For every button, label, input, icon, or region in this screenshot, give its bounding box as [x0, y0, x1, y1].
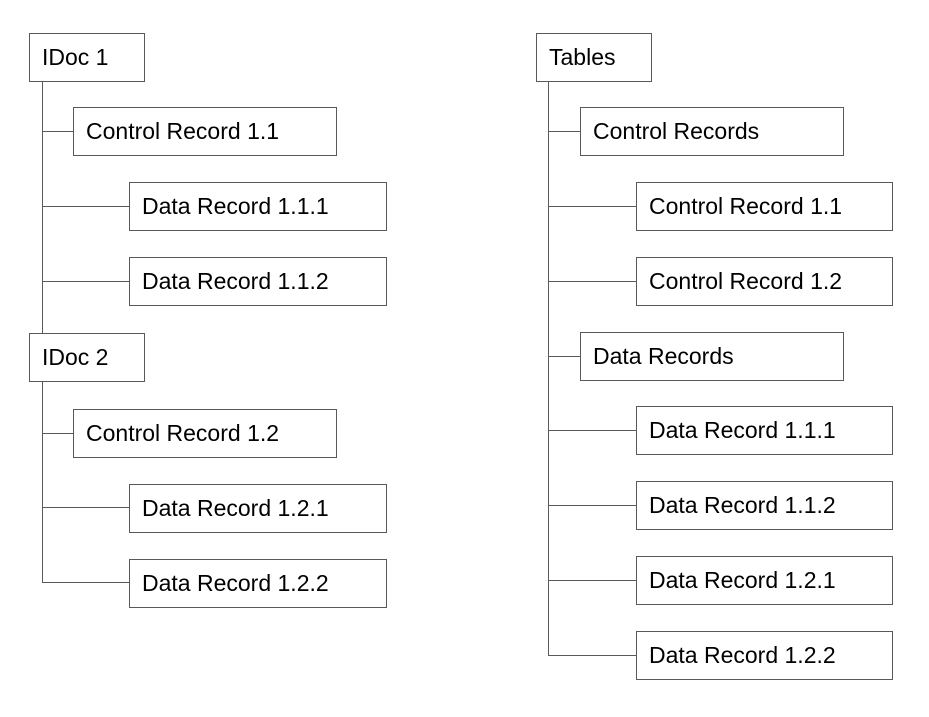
connector-line — [548, 655, 636, 656]
data-record-node: Data Record 1.1.1 — [129, 182, 387, 231]
data-record-node: Data Record 1.2.2 — [636, 631, 893, 680]
control-record-node: Control Record 1.2 — [636, 257, 893, 306]
connector-line — [548, 131, 580, 132]
tables-root-node: Tables — [536, 33, 652, 82]
connector-line — [548, 505, 636, 506]
control-record-node: Control Record 1.2 — [73, 409, 337, 458]
connector-line — [548, 281, 636, 282]
connector-line — [42, 206, 129, 207]
connector-line — [42, 507, 129, 508]
data-record-node: Data Record 1.2.1 — [636, 556, 893, 605]
data-records-group-node: Data Records — [580, 332, 844, 381]
connector-line — [42, 433, 73, 434]
connector-line — [42, 131, 73, 132]
connector-line — [42, 582, 129, 583]
data-record-node: Data Record 1.1.2 — [636, 481, 893, 530]
idoc-2-node: IDoc 2 — [29, 333, 145, 382]
control-record-node: Control Record 1.1 — [73, 107, 337, 156]
data-record-node: Data Record 1.1.2 — [129, 257, 387, 306]
tables-trunk-line — [548, 82, 549, 655]
data-record-node: Data Record 1.2.2 — [129, 559, 387, 608]
data-record-node: Data Record 1.1.1 — [636, 406, 893, 455]
control-record-node: Control Record 1.1 — [636, 182, 893, 231]
connector-line — [548, 206, 636, 207]
idoc-trunk-line — [42, 82, 43, 582]
connector-line — [548, 430, 636, 431]
idoc-1-node: IDoc 1 — [29, 33, 145, 82]
data-record-node: Data Record 1.2.1 — [129, 484, 387, 533]
connector-line — [548, 356, 580, 357]
connector-line — [42, 281, 129, 282]
control-records-group-node: Control Records — [580, 107, 844, 156]
connector-line — [548, 580, 636, 581]
